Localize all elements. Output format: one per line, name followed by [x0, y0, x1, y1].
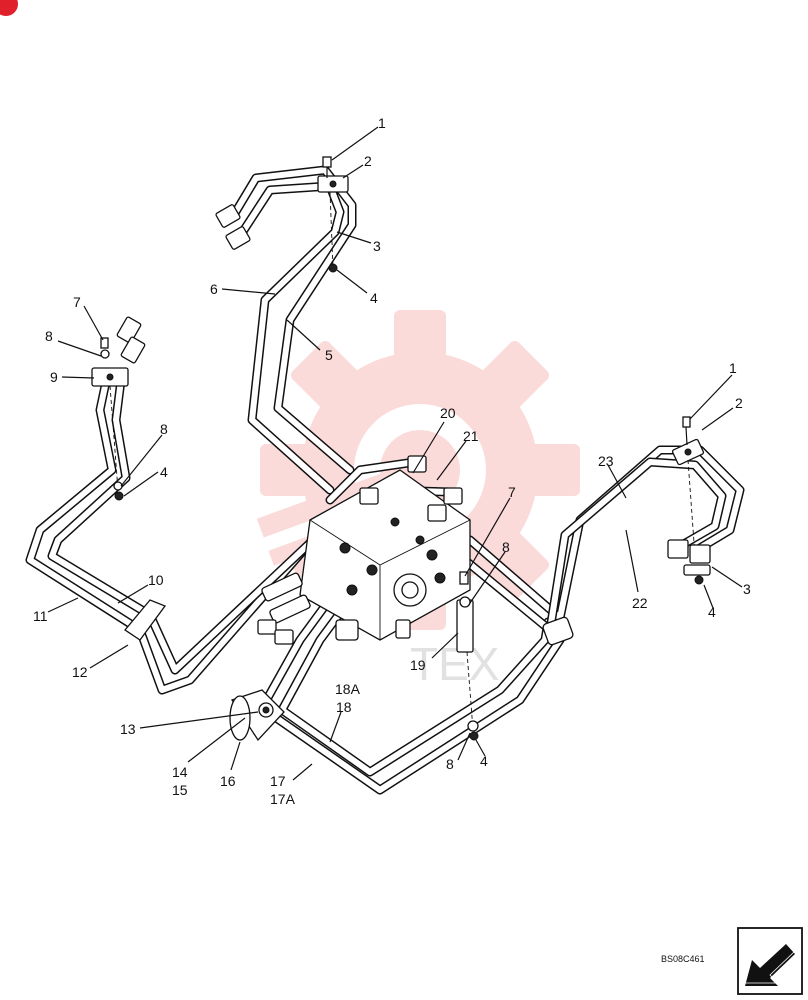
callout-10: 10 [148, 572, 164, 588]
callout-17: 17 [270, 773, 286, 789]
callout-labels: 1 2 3 4 5 6 7 8 9 8 4 10 11 12 13 14 15 … [33, 115, 751, 807]
callout-8-bottom: 8 [446, 756, 454, 772]
callout-5: 5 [325, 347, 333, 363]
callout-16: 16 [220, 773, 236, 789]
callout-14: 14 [172, 764, 188, 780]
callout-7-right: 7 [508, 484, 516, 500]
callout-23: 23 [598, 453, 614, 469]
callout-6: 6 [210, 281, 218, 297]
control-valve [257, 455, 471, 645]
callout-11: 11 [33, 608, 48, 624]
callout-15: 15 [172, 782, 188, 798]
callout-9: 9 [50, 369, 58, 385]
watermark-text: TEX [410, 638, 499, 690]
callout-19: 19 [410, 657, 426, 673]
callout-7-left: 7 [73, 294, 81, 310]
callout-2-top: 2 [364, 153, 372, 169]
callout-1-top: 1 [378, 115, 386, 131]
callout-2-right: 2 [735, 395, 743, 411]
callout-18: 18 [336, 699, 352, 715]
next-page-arrow-icon[interactable] [737, 927, 803, 995]
callout-4-mid: 4 [160, 464, 168, 480]
callout-17a: 17A [270, 791, 296, 807]
callout-3-right: 3 [743, 581, 751, 597]
callout-8-right: 8 [502, 539, 510, 555]
callout-13: 13 [120, 721, 136, 737]
callout-4-top: 4 [370, 290, 378, 306]
callout-4-bottom: 4 [480, 753, 488, 769]
callout-4-right: 4 [708, 604, 716, 620]
callout-1-right: 1 [729, 360, 737, 376]
callout-22: 22 [632, 595, 648, 611]
fittings [91, 156, 711, 742]
callout-20: 20 [440, 405, 456, 421]
corner-badge-icon [0, 0, 18, 16]
drawing-code: BS08C461 [661, 954, 705, 964]
callout-8-left: 8 [45, 328, 53, 344]
callout-12: 12 [72, 664, 88, 680]
callout-18a: 18A [335, 681, 361, 697]
leader-lines [47, 126, 743, 781]
callout-8-mid: 8 [160, 421, 168, 437]
callout-21: 21 [463, 428, 479, 444]
callout-3-top: 3 [373, 238, 381, 254]
